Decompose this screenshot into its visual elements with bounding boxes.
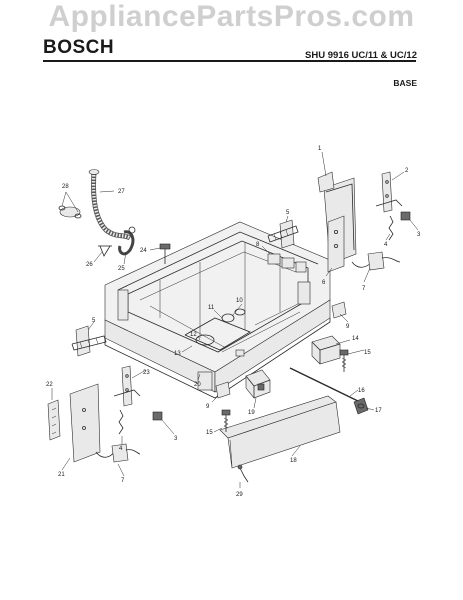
callout-29: 29 bbox=[236, 492, 243, 498]
callout-26: 26 bbox=[86, 262, 93, 268]
part-screw-24 bbox=[159, 243, 171, 264]
brand-logo: BOSCH bbox=[43, 37, 115, 58]
part-toe-kick bbox=[219, 395, 341, 469]
callout-5-right: 5 bbox=[286, 210, 290, 216]
part-spring-left bbox=[118, 409, 124, 435]
callouts: 1 2 3 4 5 6 7 8 9 14 15 16 17 18 29 19 9… bbox=[46, 146, 421, 498]
part-cable-guide-left bbox=[71, 325, 107, 357]
section-title: BASE bbox=[393, 78, 417, 88]
part-screw-15-right bbox=[339, 349, 349, 372]
watermark: AppliancePartsPros.com bbox=[48, 0, 415, 33]
callout-12: 12 bbox=[190, 332, 197, 338]
part-leveling-bracket bbox=[245, 369, 271, 399]
callout-10: 10 bbox=[236, 298, 243, 304]
part-screw-15-mid bbox=[221, 409, 231, 432]
part-side-bracket bbox=[317, 171, 357, 273]
callout-9-mid: 9 bbox=[206, 404, 210, 410]
callout-3-right: 3 bbox=[417, 232, 421, 238]
callout-19: 19 bbox=[248, 410, 255, 416]
part-connectors bbox=[267, 253, 307, 273]
part-cable-guide-right bbox=[267, 219, 299, 249]
callout-7-right: 7 bbox=[362, 286, 366, 292]
callout-17: 17 bbox=[375, 408, 382, 414]
callout-8: 8 bbox=[256, 242, 260, 248]
callout-16: 16 bbox=[358, 388, 365, 394]
part-hose-clamp bbox=[58, 205, 82, 219]
part-hose-elbow bbox=[118, 226, 136, 256]
callout-14: 14 bbox=[352, 336, 359, 342]
part-spring-right bbox=[388, 215, 394, 241]
callout-13: 13 bbox=[174, 351, 181, 357]
part-clip-right bbox=[400, 211, 411, 221]
part-clip-9-mid bbox=[215, 381, 231, 399]
part-screw-29 bbox=[237, 464, 249, 483]
callout-3-left: 3 bbox=[174, 436, 178, 442]
model-number: SHU 9916 UC/11 & UC/12 bbox=[305, 50, 417, 61]
part-cable-switch-right bbox=[351, 251, 401, 271]
callout-15-mid: 15 bbox=[206, 430, 213, 436]
part-clip-left bbox=[152, 411, 163, 421]
callout-23: 23 bbox=[143, 370, 150, 376]
part-clip-9-right bbox=[331, 301, 347, 319]
callout-18: 18 bbox=[290, 458, 297, 464]
callout-4-left: 4 bbox=[119, 446, 123, 452]
callout-21: 21 bbox=[58, 472, 65, 478]
part-cable-switch-left bbox=[95, 443, 141, 463]
callout-9-right: 9 bbox=[346, 324, 350, 330]
leader-lines bbox=[51, 151, 419, 488]
callout-7-left: 7 bbox=[121, 478, 125, 484]
callout-28: 28 bbox=[62, 184, 69, 190]
callout-25: 25 bbox=[118, 266, 125, 272]
part-rod bbox=[289, 367, 361, 403]
callout-20: 20 bbox=[194, 382, 201, 388]
part-drain-hose bbox=[88, 169, 132, 241]
callout-6: 6 bbox=[322, 280, 326, 286]
part-float-housing bbox=[311, 335, 341, 365]
part-hinge-left bbox=[113, 365, 141, 407]
part-hinge-right bbox=[375, 171, 403, 213]
header-divider bbox=[43, 60, 416, 62]
callout-22: 22 bbox=[46, 382, 53, 388]
callout-4-right: 4 bbox=[384, 242, 388, 248]
part-clip-26 bbox=[98, 245, 112, 257]
callout-27: 27 bbox=[118, 189, 125, 195]
part-left-bracket bbox=[47, 383, 101, 463]
callout-11: 11 bbox=[208, 305, 215, 311]
callout-1: 1 bbox=[318, 146, 322, 152]
callout-24: 24 bbox=[140, 248, 147, 254]
part-end-cap bbox=[353, 397, 369, 415]
callout-2: 2 bbox=[405, 168, 409, 174]
callout-5-left: 5 bbox=[92, 318, 96, 324]
callout-15-right: 15 bbox=[364, 350, 371, 356]
